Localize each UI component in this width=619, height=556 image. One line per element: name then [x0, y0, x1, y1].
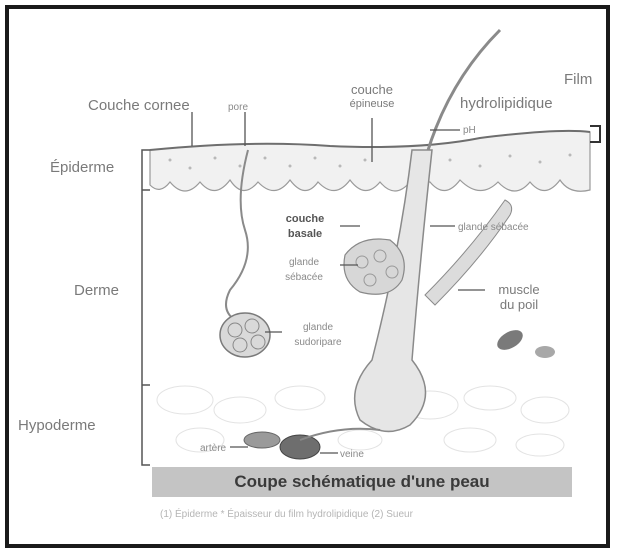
label-glande-sebacee-right: glande sébacée: [458, 220, 529, 235]
title-banner-text: Coupe schématique d'une peau: [152, 467, 572, 497]
label-derme: Derme: [74, 283, 119, 298]
label-muscle-du-poil: muscle du poil: [488, 282, 550, 312]
label-couche-epineuse-line1: couche: [342, 82, 402, 97]
label-glande-sudoripare-line2: sudoripare: [282, 335, 354, 350]
vessel-right-1: [494, 326, 526, 354]
label-veine: veine: [340, 447, 364, 462]
label-film-line2: hydrolipidique: [460, 96, 553, 111]
vessel-right-2: [535, 346, 555, 358]
label-muscle-line1: muscle: [488, 282, 550, 297]
label-pore: pore: [228, 100, 248, 115]
footer-legend: (1) Épiderme * Épaisseur du film hydroli…: [160, 509, 580, 520]
label-epiderme: Épiderme: [50, 160, 114, 175]
label-couche-basale-line2: basale: [270, 227, 340, 242]
label-film-line1: Film: [564, 72, 592, 87]
label-film-ph: pH: [463, 123, 476, 138]
label-couche-basale-line1: couche: [270, 212, 340, 227]
label-glande-sebacee: glande sébacée: [268, 255, 340, 285]
label-couche-epineuse-line2: épineuse: [342, 97, 402, 112]
label-couche-basale: couche basale: [270, 212, 340, 242]
title-banner: Coupe schématique d'une peau: [152, 467, 572, 497]
label-couche-cornee: Couche cornee: [88, 98, 190, 113]
layer-bracket: [142, 150, 150, 465]
label-glande-sebacee-line1: glande: [268, 255, 340, 270]
label-glande-sebacee-line2: sébacée: [268, 270, 340, 285]
label-muscle-line2: du poil: [488, 297, 550, 312]
label-hypoderme: Hypoderme: [18, 418, 96, 433]
epiderme-layer: [150, 131, 590, 191]
veine-vessel: [280, 435, 320, 459]
label-glande-sudoripare: glande sudoripare: [282, 320, 354, 350]
label-glande-sudoripare-line1: glande: [282, 320, 354, 335]
artere-vessel: [244, 432, 280, 448]
film-bracket: [590, 126, 600, 142]
label-artere: artère: [200, 441, 226, 456]
label-couche-epineuse: couche épineuse: [342, 82, 402, 112]
